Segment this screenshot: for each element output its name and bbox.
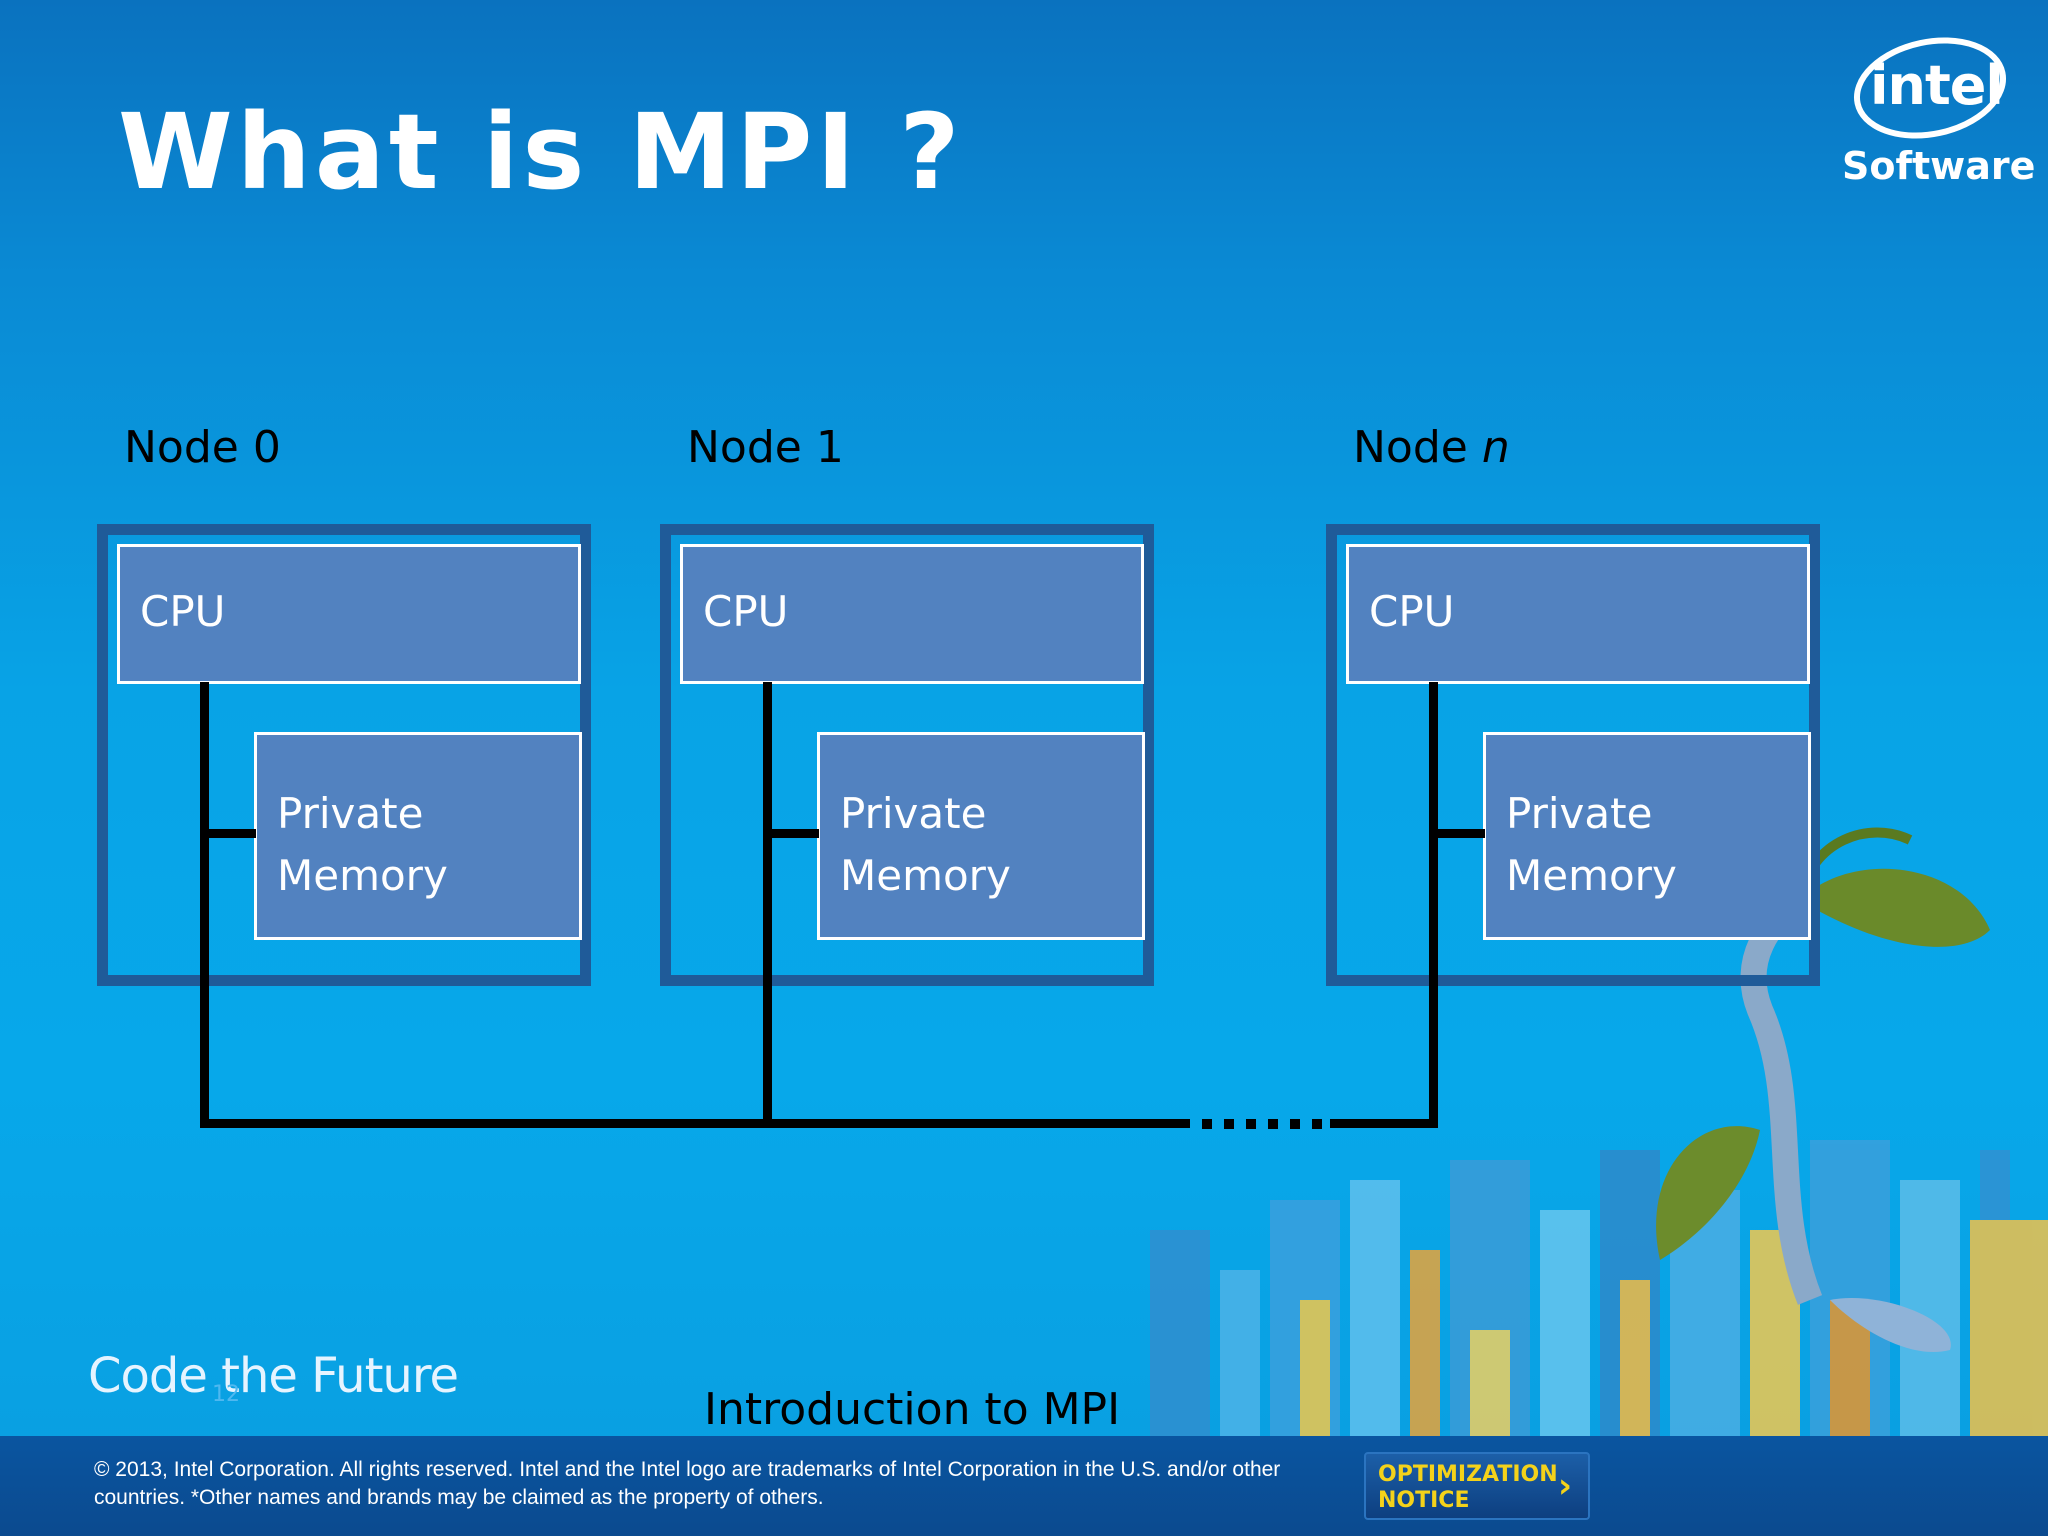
node-1-bus-line xyxy=(763,682,772,1128)
node-0-bus-line xyxy=(200,682,209,1128)
logo-subtitle: Software xyxy=(1842,144,2036,188)
intel-swirl-icon xyxy=(1853,37,2007,139)
node-0-box xyxy=(97,524,591,986)
node-n-cpu: CPU xyxy=(1346,544,1810,684)
copyright-notice: © 2013, Intel Corporation. All rights re… xyxy=(94,1458,1281,1509)
node-1-cpu: CPU xyxy=(680,544,1144,684)
interconnect-line-end xyxy=(1330,1119,1438,1128)
presentation-subtitle: Introduction to MPI xyxy=(704,1384,1121,1435)
node-0-memory-link xyxy=(200,829,256,838)
cpu-label: CPU xyxy=(1369,587,1455,636)
node-n-bus-line xyxy=(1429,682,1438,1128)
node-0-private-memory: Private Memory xyxy=(254,732,582,940)
node-0-label: Node 0 xyxy=(124,422,281,473)
node-n-label: Node n xyxy=(1353,426,1510,470)
private-memory-label: Private Memory xyxy=(1506,789,1677,900)
node-n-memory-link xyxy=(1429,829,1485,838)
optimization-notice-label: OPTIMIZATION NOTICE xyxy=(1378,1462,1558,1513)
intel-software-logo: intel Software xyxy=(1838,36,2035,196)
page-number: 12 xyxy=(212,1382,240,1407)
optimization-notice-button[interactable]: OPTIMIZATION NOTICE › xyxy=(1364,1452,1590,1520)
node-n-label-italic: n xyxy=(1481,422,1510,473)
footer-bar xyxy=(0,1436,2048,1536)
node-0-cpu: CPU xyxy=(117,544,581,684)
node-n-label-prefix: Node xyxy=(1353,422,1482,473)
cpu-label: CPU xyxy=(140,587,226,636)
private-memory-label: Private Memory xyxy=(840,789,1011,900)
node-n-box xyxy=(1326,524,1820,986)
node-1-box xyxy=(660,524,1154,986)
node-1-memory-link xyxy=(763,829,819,838)
private-memory-label: Private Memory xyxy=(277,789,448,900)
slide-title: What is MPI ? xyxy=(118,91,964,213)
circuit-city-art xyxy=(1150,1140,2048,1436)
interconnect-line xyxy=(200,1119,1190,1128)
node-1-label: Node 1 xyxy=(687,422,844,473)
cpu-label: CPU xyxy=(703,587,789,636)
node-n-private-memory: Private Memory xyxy=(1483,732,1811,940)
interconnect-ellipsis xyxy=(1202,1119,1322,1129)
node-1-private-memory: Private Memory xyxy=(817,732,1145,940)
chevron-right-icon: › xyxy=(1558,1466,1573,1506)
tagline: Code the Future xyxy=(88,1348,459,1404)
logo-word: intel xyxy=(1870,54,2004,117)
